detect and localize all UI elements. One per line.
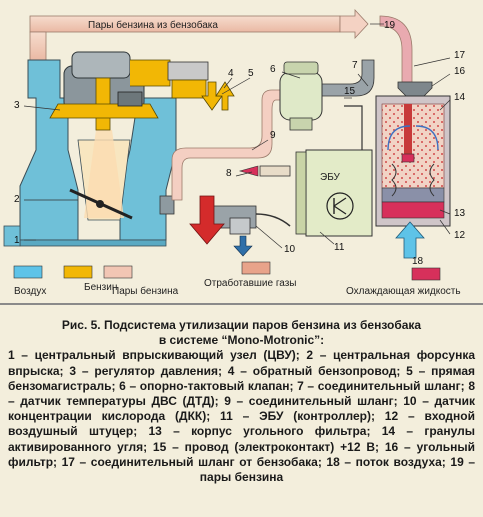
- legend-swatch-air: [13, 265, 43, 279]
- callout-8: 8: [226, 168, 232, 179]
- callout-13: 13: [454, 208, 466, 219]
- legend: Воздух Бензин Пары бензина Отработавшие …: [13, 261, 461, 297]
- ecu-label: ЭБУ: [320, 172, 341, 183]
- hose-9: [171, 89, 285, 201]
- activated-carbon-granules: [381, 103, 445, 189]
- air-flow-arrow-18: [395, 221, 425, 259]
- return-line-arrow: [201, 81, 223, 111]
- callout-numbers: 1 2 3 4 5 6 7 8 9 10 11 12 13 14 15 16 1…: [14, 20, 466, 267]
- callout-11: 11: [334, 242, 345, 253]
- diagram-canvas: Пары бензина из бензобака ЭБУ 1 2 3 4 5 …: [3, 8, 466, 297]
- callout-4: 4: [228, 68, 234, 79]
- legend-swatch-exhaust: [241, 261, 271, 275]
- charcoal-canister: [375, 81, 451, 259]
- callout-17: 17: [454, 50, 466, 61]
- oxygen-sensor: [189, 195, 291, 257]
- caption-body: 1 – центральный впрыскивающий узел (ЦВУ)…: [8, 348, 475, 485]
- callout-15: 15: [344, 86, 356, 97]
- callout-19: 19: [384, 20, 396, 31]
- callout-6: 6: [270, 64, 276, 75]
- vapor-top-label: Пары бензина из бензобака: [88, 19, 218, 31]
- hose-7: [317, 59, 375, 97]
- legend-swatch-fuel-vapor: [103, 265, 133, 279]
- legend-label-coolant: Охлаждающая жидкость: [346, 286, 461, 297]
- callout-2: 2: [14, 194, 20, 205]
- callout-7: 7: [352, 60, 358, 71]
- exhaust-arrow-red: [189, 195, 225, 245]
- caption-title-line1: Рис. 5. Подсистема утилизации паров бенз…: [61, 318, 422, 332]
- engine-temp-sensor: [238, 165, 291, 177]
- caption-title-line2: в системе “Mono-Motronic”:: [158, 333, 325, 348]
- ecu-unit: [295, 105, 373, 237]
- supply-line-arrow: [215, 81, 235, 111]
- spray-cone: [84, 130, 124, 218]
- purge-valve: [279, 61, 323, 131]
- wire-15: [344, 105, 363, 150]
- callout-16: 16: [454, 66, 466, 77]
- legend-swatch-fuel: [63, 265, 93, 279]
- legend-label-exhaust: Отработавшие газы: [204, 277, 297, 289]
- canister-bottom: [381, 201, 445, 219]
- callout-5: 5: [248, 68, 254, 79]
- fuel-lines-4-5: [201, 81, 235, 111]
- callout-14: 14: [454, 92, 466, 103]
- legend-swatch-coolant: [411, 267, 441, 281]
- legend-label-fuel: Бензин: [84, 282, 117, 293]
- callout-10: 10: [284, 244, 296, 255]
- callout-12: 12: [454, 230, 466, 241]
- injector-and-regulator: [49, 51, 209, 131]
- figure-caption: Рис. 5. Подсистема утилизации паров бенз…: [8, 318, 475, 485]
- callout-leaders: [23, 23, 451, 249]
- hoses-7-9: [171, 59, 375, 201]
- callout-9: 9: [270, 130, 276, 141]
- vapor-arrow-19: [339, 8, 369, 40]
- callout-3: 3: [14, 100, 20, 111]
- divider: [0, 303, 483, 305]
- legend-label-air: Воздух: [14, 286, 46, 297]
- callout-1: 1: [14, 235, 20, 246]
- legend-label-fuel-vapor: Пары бензина: [112, 285, 179, 297]
- callout-18: 18: [412, 256, 424, 267]
